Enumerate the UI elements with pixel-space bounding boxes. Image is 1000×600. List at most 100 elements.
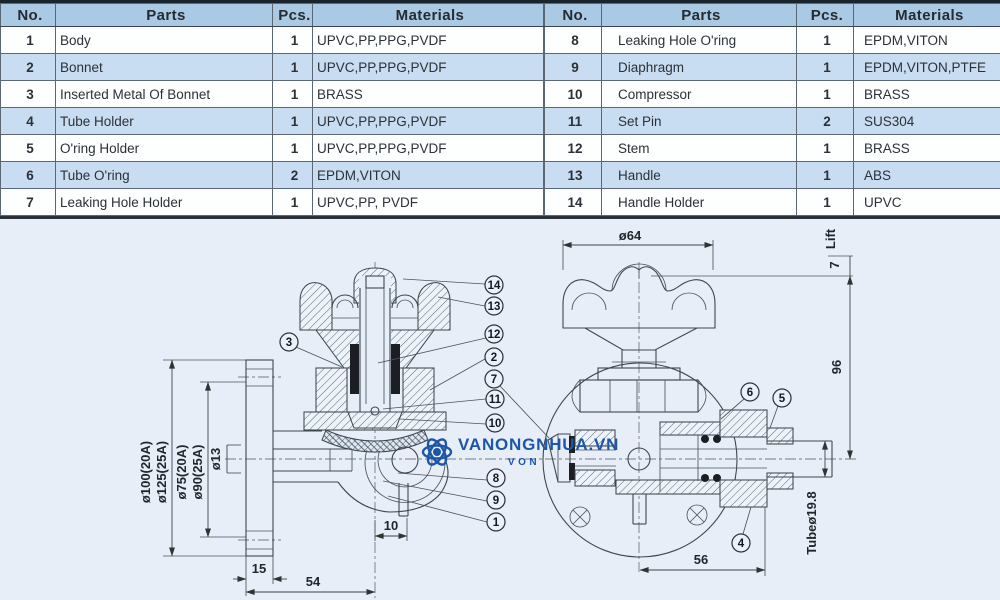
part-pcs: 1 xyxy=(796,26,854,55)
svg-text:7: 7 xyxy=(491,374,497,386)
part-material: UPVC,PP,PPG,PVDF xyxy=(312,134,544,163)
bolt-hole xyxy=(569,506,591,528)
stem-seal xyxy=(391,344,400,394)
svg-text:3: 3 xyxy=(286,337,292,349)
svg-text:5: 5 xyxy=(779,393,786,405)
col-header-no: No. xyxy=(0,2,56,28)
tube-oring xyxy=(701,474,709,482)
watermark-title: VANONGNHUA.VN xyxy=(458,435,619,454)
part-material: UPVC,PP,PPG,PVDF xyxy=(312,53,544,82)
col-header-parts: Parts xyxy=(601,2,797,28)
svg-text:11: 11 xyxy=(489,394,502,406)
front-view xyxy=(542,263,833,558)
part-name: Stem xyxy=(601,134,797,163)
part-pcs: 2 xyxy=(796,107,854,136)
col-header-materials: Materials xyxy=(312,2,544,28)
bonnet-front xyxy=(579,379,699,413)
part-material: EPDM,VITON xyxy=(312,161,544,189)
dim-lift-value: 7 xyxy=(827,261,842,268)
part-name: Set Pin xyxy=(601,107,797,136)
svg-text:13: 13 xyxy=(488,301,501,313)
dim-center-to-union: 56 xyxy=(694,552,708,567)
balloon-part-4: 4 xyxy=(731,533,751,553)
union-nut xyxy=(719,409,768,438)
handle-holder-front xyxy=(584,327,698,351)
part-no: 11 xyxy=(544,107,602,136)
leak-hole-front xyxy=(627,447,651,471)
stem-section xyxy=(365,275,385,289)
table-header-row: No. Parts Pcs. Materials xyxy=(0,2,544,28)
part-pcs: 1 xyxy=(272,134,313,163)
part-pcs: 1 xyxy=(796,188,854,216)
svg-text:9: 9 xyxy=(493,495,499,507)
bolt-hole xyxy=(686,504,708,526)
dim-flange-thickness: 15 xyxy=(252,561,266,576)
flange xyxy=(245,359,274,557)
tube-holder xyxy=(766,427,794,445)
balloon-part-7: 7 xyxy=(484,369,504,389)
watermark-subtitle: VON xyxy=(508,457,540,468)
balloon-part-3: 3 xyxy=(279,332,299,352)
dim-offset: 10 xyxy=(384,518,398,533)
compressor-section xyxy=(347,411,403,429)
part-no: 5 xyxy=(0,134,56,163)
part-pcs: 1 xyxy=(272,53,313,82)
part-pcs: 1 xyxy=(272,188,313,216)
part-material: EPDM,VITON xyxy=(853,26,1000,55)
part-pcs: 1 xyxy=(796,134,854,163)
part-pcs: 1 xyxy=(272,107,313,136)
part-material: UPVC,PP,PPG,PVDF xyxy=(312,107,544,136)
dim-bore: ø13 xyxy=(208,448,223,470)
balloon-part-9: 9 xyxy=(486,490,506,510)
bore-section xyxy=(391,446,419,474)
col-header-pcs: Pcs. xyxy=(272,2,313,28)
watermark-logo-icon xyxy=(421,438,453,466)
balloon-part-12: 12 xyxy=(484,324,504,344)
part-no: 1 xyxy=(0,26,56,55)
part-name: Inserted Metal Of Bonnet xyxy=(55,80,273,109)
tube-holder xyxy=(766,472,794,490)
part-material: BRASS xyxy=(853,134,1000,163)
part-material: UPVC xyxy=(853,188,1000,216)
dim-tube: Tubeø19.8 xyxy=(804,491,819,554)
part-material: SUS304 xyxy=(853,107,1000,136)
svg-text:4: 4 xyxy=(738,538,745,550)
handle-section xyxy=(417,282,451,331)
balloon-part-10: 10 xyxy=(485,413,505,433)
part-name: Body xyxy=(55,26,273,55)
dim-flange-od-25a: ø125(25A) xyxy=(154,441,169,503)
tube-union xyxy=(615,409,833,508)
part-name: Handle Holder xyxy=(601,188,797,216)
leaking-hole-holder xyxy=(547,429,616,487)
part-material: BRASS xyxy=(312,80,544,109)
body-front xyxy=(542,362,738,558)
part-name: O'ring Holder xyxy=(55,134,273,163)
bonnet-section xyxy=(315,367,348,413)
balloon-part-1: 1 xyxy=(486,512,506,532)
part-material: BRASS xyxy=(853,80,1000,109)
col-header-parts: Parts xyxy=(55,2,273,28)
dim-handle-od: ø64 xyxy=(619,228,642,243)
col-header-materials: Materials xyxy=(853,2,1000,28)
part-no: 8 xyxy=(544,26,602,55)
balloon-part-8: 8 xyxy=(486,468,506,488)
part-no: 14 xyxy=(544,188,602,216)
dim-height: 96 xyxy=(829,360,844,374)
part-name: Leaking Hole Holder xyxy=(55,188,273,216)
balloon-leaders xyxy=(295,278,779,535)
part-name: Tube O'ring xyxy=(55,161,273,189)
section-view xyxy=(245,267,451,557)
svg-text:10: 10 xyxy=(489,418,502,430)
part-material: EPDM,VITON,PTFE xyxy=(853,53,1000,82)
dim-bolt-circle-20a: ø75(20A) xyxy=(174,445,189,500)
balloon-part-6: 6 xyxy=(740,382,760,402)
